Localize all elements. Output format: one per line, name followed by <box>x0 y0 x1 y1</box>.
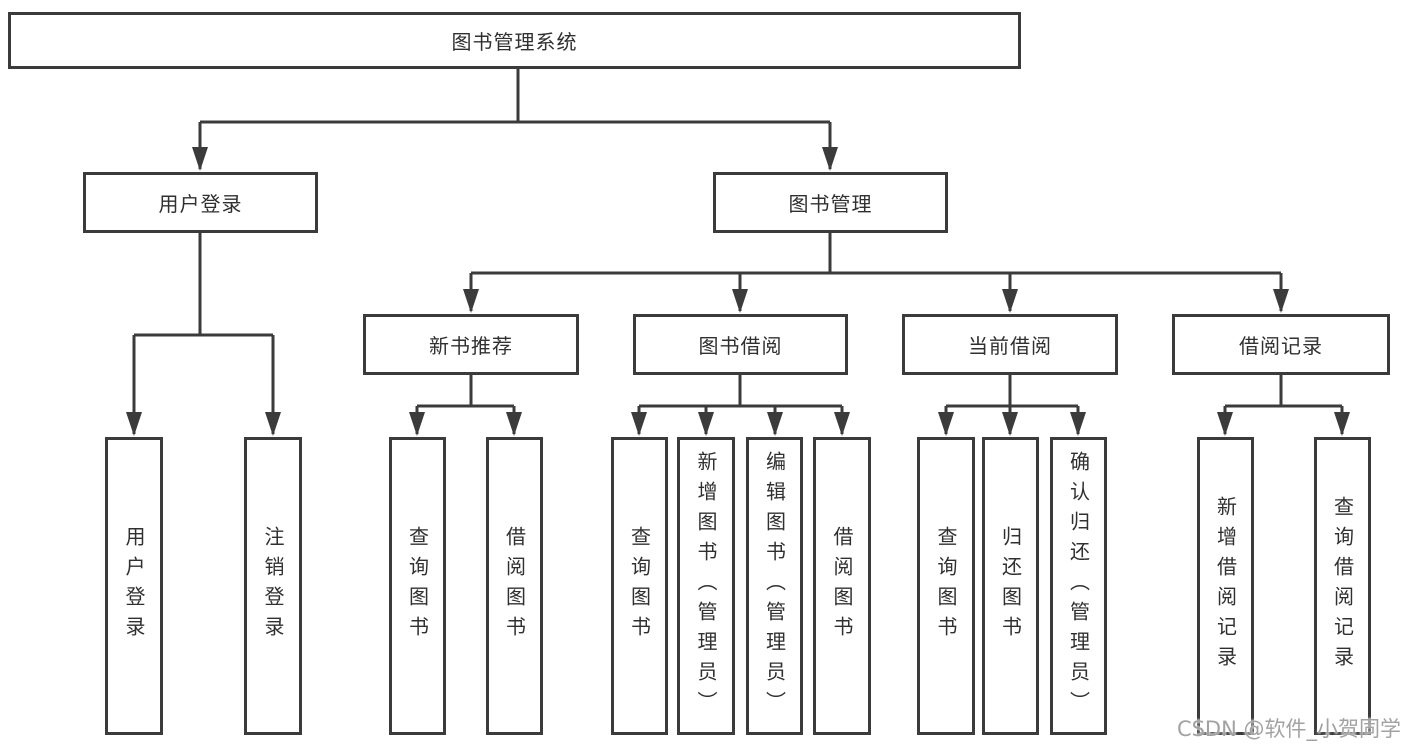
node-root-label: 图书管理系统 <box>451 30 578 54</box>
leaf-query-book-2-label: 查询图书 <box>627 526 652 646</box>
node-root: 图书管理系统 <box>8 12 1021 69</box>
leaf-user-login-label: 用户登录 <box>122 526 146 646</box>
leaf-query-book-1-label: 查询图书 <box>405 526 430 646</box>
node-current-borrow: 当前借阅 <box>902 314 1118 375</box>
leaf-query-book-2: 查询图书 <box>611 437 668 735</box>
node-user-login: 用户登录 <box>83 172 318 233</box>
leaf-return-book: 归还图书 <box>982 437 1039 735</box>
node-book-management: 图书管理 <box>713 172 948 233</box>
leaf-confirm-return-admin-label: 确认归还（管理员） <box>1066 451 1091 721</box>
node-new-book-recommend: 新书推荐 <box>363 314 579 375</box>
leaf-query-book-3: 查询图书 <box>917 437 975 735</box>
node-current-borrow-label: 当前借阅 <box>968 334 1052 358</box>
leaf-add-borrow-record: 新增借阅记录 <box>1197 437 1254 735</box>
leaf-query-borrow-record-label: 查询借阅记录 <box>1330 496 1355 676</box>
connector-new-book-rake <box>417 375 514 408</box>
node-book-management-label: 图书管理 <box>788 192 873 216</box>
node-borrow-records: 借阅记录 <box>1172 314 1390 375</box>
connector-book-management-rake <box>471 233 1281 275</box>
leaf-logout-label: 注销登录 <box>261 526 285 646</box>
leaf-edit-book-admin: 编辑图书（管理员） <box>746 437 803 735</box>
connector-current-borrow-rake <box>946 375 1078 408</box>
leaf-borrow-book-2-label: 借阅图书 <box>830 526 854 646</box>
connector-borrow-records-rake <box>1225 375 1342 408</box>
watermark: CSDN @软件_小贺同学 <box>1176 717 1401 741</box>
leaf-query-book-1: 查询图书 <box>389 437 446 735</box>
leaf-add-book-admin-label: 新增图书（管理员） <box>694 451 718 721</box>
node-user-login-label: 用户登录 <box>158 192 243 216</box>
leaf-return-book-label: 归还图书 <box>998 526 1023 646</box>
leaf-confirm-return-admin: 确认归还（管理员） <box>1050 437 1107 735</box>
node-book-borrow-label: 图书借阅 <box>698 334 783 358</box>
leaf-logout: 注销登录 <box>244 437 302 735</box>
leaf-borrow-book-1: 借阅图书 <box>486 437 543 735</box>
connector-book-borrow-rake <box>639 375 842 408</box>
leaf-add-book-admin: 新增图书（管理员） <box>677 437 735 735</box>
leaf-add-borrow-record-label: 新增借阅记录 <box>1213 496 1238 676</box>
node-book-borrow: 图书借阅 <box>633 314 848 375</box>
leaf-edit-book-admin-label: 编辑图书（管理员） <box>762 451 787 721</box>
leaf-borrow-book-1-label: 借阅图书 <box>502 526 527 646</box>
node-borrow-records-label: 借阅记录 <box>1239 334 1323 358</box>
node-new-book-recommend-label: 新书推荐 <box>429 334 513 358</box>
leaf-borrow-book-2: 借阅图书 <box>813 437 871 735</box>
leaf-user-login: 用户登录 <box>105 437 163 735</box>
connector-user-login-rake <box>134 233 273 337</box>
connector-root-rake <box>200 69 830 124</box>
leaf-query-borrow-record: 查询借阅记录 <box>1314 437 1371 735</box>
leaf-query-book-3-label: 查询图书 <box>934 526 958 646</box>
